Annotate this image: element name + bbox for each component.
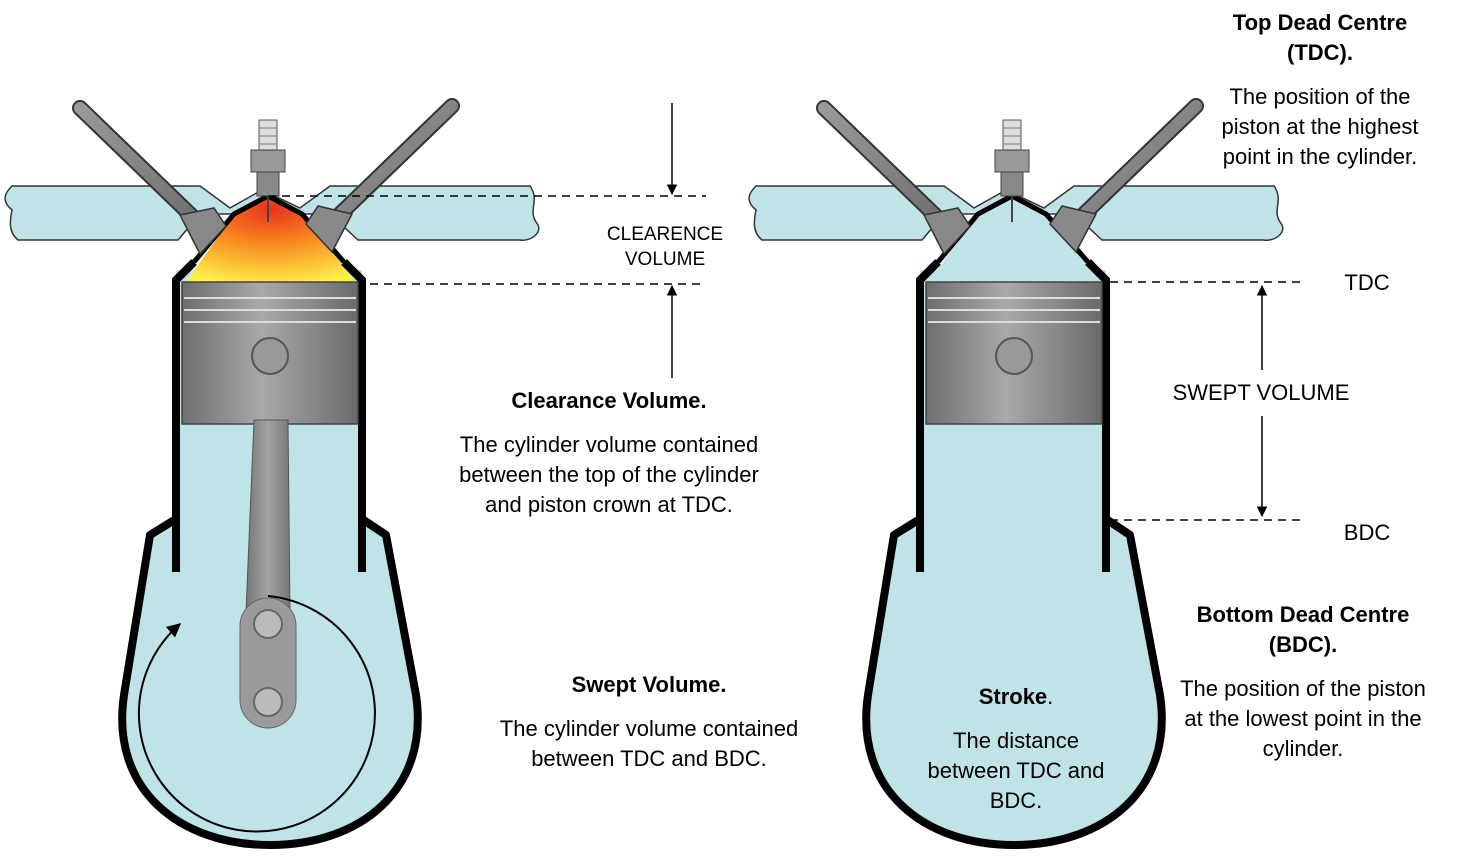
tdc-line2: piston at the highest (1221, 114, 1419, 139)
tdc-label: TDC (1344, 270, 1390, 295)
clearance-volume-title: Clearance Volume. (511, 388, 707, 413)
swept-volume-title: Swept Volume. (571, 672, 727, 697)
left-exhaust-valve (305, 98, 460, 254)
clearance-markers (268, 103, 706, 378)
tdc-title2: (TDC). (1287, 40, 1353, 65)
swept-line2: between TDC and BDC. (531, 746, 767, 771)
bdc-block: Bottom Dead Centre (BDC). The position o… (1150, 600, 1456, 764)
clearance-line2: between the top of the cylinder (459, 462, 759, 487)
bdc-line3: cylinder. (1262, 736, 1344, 761)
bdc-line2: at the lowest point in the (1184, 706, 1422, 731)
tdc-block: Top Dead Centre (TDC). The position of t… (1170, 8, 1469, 172)
stroke-title-suffix: . (1047, 684, 1054, 709)
clearance-line3: and piston crown at TDC. (485, 492, 733, 517)
bdc-title2: (BDC). (1268, 632, 1338, 657)
stroke-title-row: Stroke. (900, 682, 1132, 712)
bdc-line1: The position of the piston (1180, 676, 1426, 701)
clearance-line1: The cylinder volume contained (459, 432, 759, 457)
left-connecting-rod (239, 419, 297, 729)
rotation-arrow (137, 595, 376, 833)
swept-volume-label: SWEPT VOLUME (1150, 380, 1372, 406)
bdc-title1: Bottom Dead Centre (1196, 602, 1410, 627)
stroke-line3: BDC. (989, 788, 1043, 813)
clearence-volume-label: CLEARENCE VOLUME (590, 222, 740, 272)
swept-volume-block: Swept Volume. The cylinder volume contai… (454, 670, 844, 774)
left-spark-plug (250, 119, 286, 222)
tdc-line1: The position of the (1229, 84, 1411, 109)
clearence-line1: CLEARENCE (606, 224, 724, 245)
right-piston (925, 281, 1103, 425)
right-intake-valve (816, 100, 971, 256)
left-piston (181, 281, 359, 425)
stroke-block: Stroke. The distance between TDC and BDC… (900, 682, 1132, 816)
clearence-line2: VOLUME (624, 249, 706, 270)
left-engine (4, 98, 540, 849)
right-spark-plug (994, 119, 1030, 222)
swept-markers (1110, 281, 1300, 521)
stroke-line2: between TDC and (927, 758, 1105, 783)
stroke-title: Stroke (978, 684, 1048, 709)
right-engine (748, 98, 1284, 849)
right-exhaust-valve (1049, 98, 1204, 254)
left-intake-valve (72, 100, 227, 256)
bdc-label: BDC (1343, 520, 1391, 545)
stroke-line1: The distance (953, 728, 1079, 753)
swept-line1: The cylinder volume contained (499, 716, 799, 741)
tdc-title1: Top Dead Centre (1232, 10, 1408, 35)
clearance-volume-block: Clearance Volume. The cylinder volume co… (414, 386, 804, 520)
left-combustion-flame (186, 196, 356, 282)
tdc-line3: point in the cylinder. (1222, 144, 1418, 169)
